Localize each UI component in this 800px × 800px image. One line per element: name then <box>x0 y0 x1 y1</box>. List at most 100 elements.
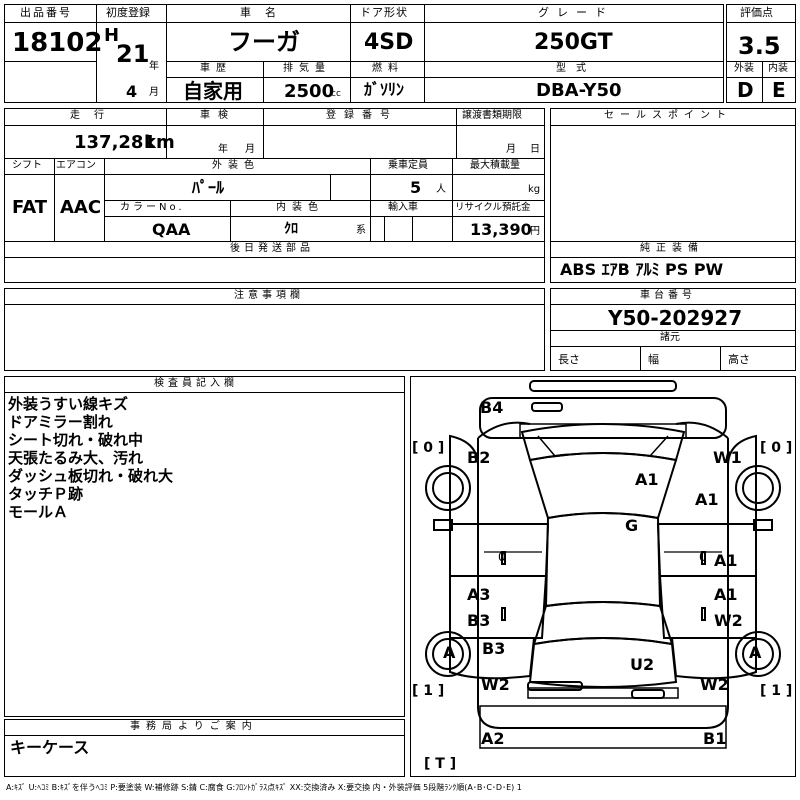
bracket-front-right: [ 0 ] <box>760 440 793 456</box>
recycle-unit: 円 <box>530 226 540 237</box>
damage-mark: A2 <box>481 729 505 748</box>
capacity-label: 乗車定員 <box>388 160 428 171</box>
recycle-label: リサイクル預託金 <box>455 202 531 213</box>
inspector-note: ドアミラー割れ <box>8 413 113 431</box>
specs-label: 諸元 <box>660 332 680 343</box>
damage-mark: A1 <box>635 470 659 489</box>
insp-year-unit: 年 <box>218 144 228 155</box>
damage-diagram <box>410 376 796 777</box>
chassis-label: 車台番号 <box>640 290 696 301</box>
bracket-trunk: [ T ] <box>424 756 457 772</box>
notes-block <box>4 288 545 371</box>
fuel: ｶﾞｿﾘﾝ <box>364 80 405 99</box>
car-name-label: 車名 <box>240 6 290 19</box>
interior-label: 内装 <box>768 63 788 74</box>
damage-mark: 0 <box>699 550 707 564</box>
history-label: 車歴 <box>200 63 232 74</box>
load-unit: kg <box>528 184 541 195</box>
damage-mark: W2 <box>700 675 729 694</box>
grade: 250GT <box>534 30 613 55</box>
chassis-number: Y50-202927 <box>608 306 743 330</box>
office-block <box>4 719 405 777</box>
tire-rear-right: A <box>749 643 762 662</box>
inspector-note: ダッシュ板切れ・破れ大 <box>8 467 174 485</box>
model-label: 型式 <box>556 63 596 74</box>
load-label: 最大積載量 <box>470 160 520 171</box>
bracket-rear-left: [ 1 ] <box>412 683 445 699</box>
genuine-equipment: ABS ｴｱB ｱﾙﾐ PS PW <box>560 260 724 279</box>
sales-point-label: セールスポイント <box>604 110 732 121</box>
inspector-note: 外装うすい線キズ <box>8 395 129 413</box>
first-reg-label: 初度登録 <box>106 6 150 19</box>
inspector-note: 天張たるみ大、汚れ <box>8 449 144 467</box>
inspector-note: モールＡ <box>8 503 69 521</box>
genuine-label: 純正装備 <box>640 243 704 254</box>
damage-mark: A1 <box>714 585 738 604</box>
length-label: 長さ <box>558 353 580 366</box>
recycle-amount: 13,390 <box>470 220 532 239</box>
displacement-unit: cc <box>331 89 341 99</box>
car-name: フーガ <box>228 28 300 56</box>
details-block <box>4 108 545 242</box>
width-label: 幅 <box>648 353 659 366</box>
transfer-month-unit: 月 <box>506 144 516 155</box>
damage-mark: W2 <box>481 675 510 694</box>
score-label: 評価点 <box>740 6 773 19</box>
interior-color: ｸﾛ <box>284 221 298 237</box>
damage-mark: A1 <box>714 551 738 570</box>
shift-label: シフト <box>12 160 42 171</box>
interior-color-label: 内装色 <box>276 202 324 213</box>
displacement: 2500 <box>284 81 335 102</box>
door-type: 4SD <box>364 30 414 55</box>
interior-color-suffix: 系 <box>356 225 366 236</box>
damage-mark: U2 <box>630 655 655 674</box>
grade-label: グレード <box>538 6 614 19</box>
score: 3.5 <box>738 32 781 60</box>
shift: FAT <box>12 197 48 218</box>
import-label: 輸入車 <box>388 202 418 213</box>
exterior-grade: D <box>737 78 754 102</box>
inspector-block <box>4 376 405 717</box>
transfer-day-unit: 日 <box>530 144 540 155</box>
sales-point-block <box>550 108 796 242</box>
damage-mark: A1 <box>695 490 719 509</box>
exterior-color: ﾊﾟｰﾙ <box>192 178 225 197</box>
lot-number: 18102 <box>12 28 103 58</box>
notes-label: 注意事項欄 <box>234 290 304 301</box>
legend: A:ｷｽﾞ U:ﾍｺﾐ B:ｷｽﾞを伴うﾍｺﾐ P:要塗装 W:補修跡 S:錆 … <box>6 783 522 792</box>
damage-mark: 0 <box>498 550 506 564</box>
color-label: 外装色 <box>212 160 260 171</box>
capacity: 5 <box>410 178 422 197</box>
displacement-label: 排気量 <box>283 63 331 74</box>
registration-label: 登録番号 <box>326 110 398 121</box>
transfer-label: 譲渡書類期限 <box>462 110 522 121</box>
damage-mark: W1 <box>713 448 742 467</box>
height-label: 高さ <box>728 353 750 366</box>
mileage: 137,281 <box>74 132 156 153</box>
color-no-label: カラーNo. <box>120 202 185 213</box>
inspector-notes: 外装うすい線キズ ドアミラー割れ シート切れ・破れ中 天張たるみ大、汚れ ダッシ… <box>8 395 173 521</box>
capacity-unit: 人 <box>436 184 446 195</box>
damage-mark: A3 <box>467 585 491 604</box>
damage-mark: G <box>625 516 639 535</box>
score-block <box>726 4 796 103</box>
header-block <box>4 4 724 103</box>
bracket-front-left: [ 0 ] <box>412 440 445 456</box>
tire-rear-left: A <box>443 643 456 662</box>
mileage-label: 走行 <box>70 110 118 121</box>
color-no: QAA <box>152 220 191 239</box>
door-label: ドア形状 <box>360 6 408 19</box>
office-label: 事務局よりご案内 <box>130 721 258 732</box>
office-note: キーケース <box>10 738 90 757</box>
history: 自家用 <box>183 79 243 103</box>
damage-mark: W2 <box>714 611 743 630</box>
damage-mark: B4 <box>480 398 504 417</box>
damage-mark: B1 <box>703 729 727 748</box>
damage-mark: B3 <box>482 639 506 658</box>
era: H <box>104 25 120 46</box>
fuel-label: 燃料 <box>372 63 404 74</box>
interior-grade: E <box>772 78 786 102</box>
genuine-block <box>550 241 796 283</box>
insp-month-unit: 月 <box>245 144 255 155</box>
model: DBA-Y50 <box>536 80 622 101</box>
